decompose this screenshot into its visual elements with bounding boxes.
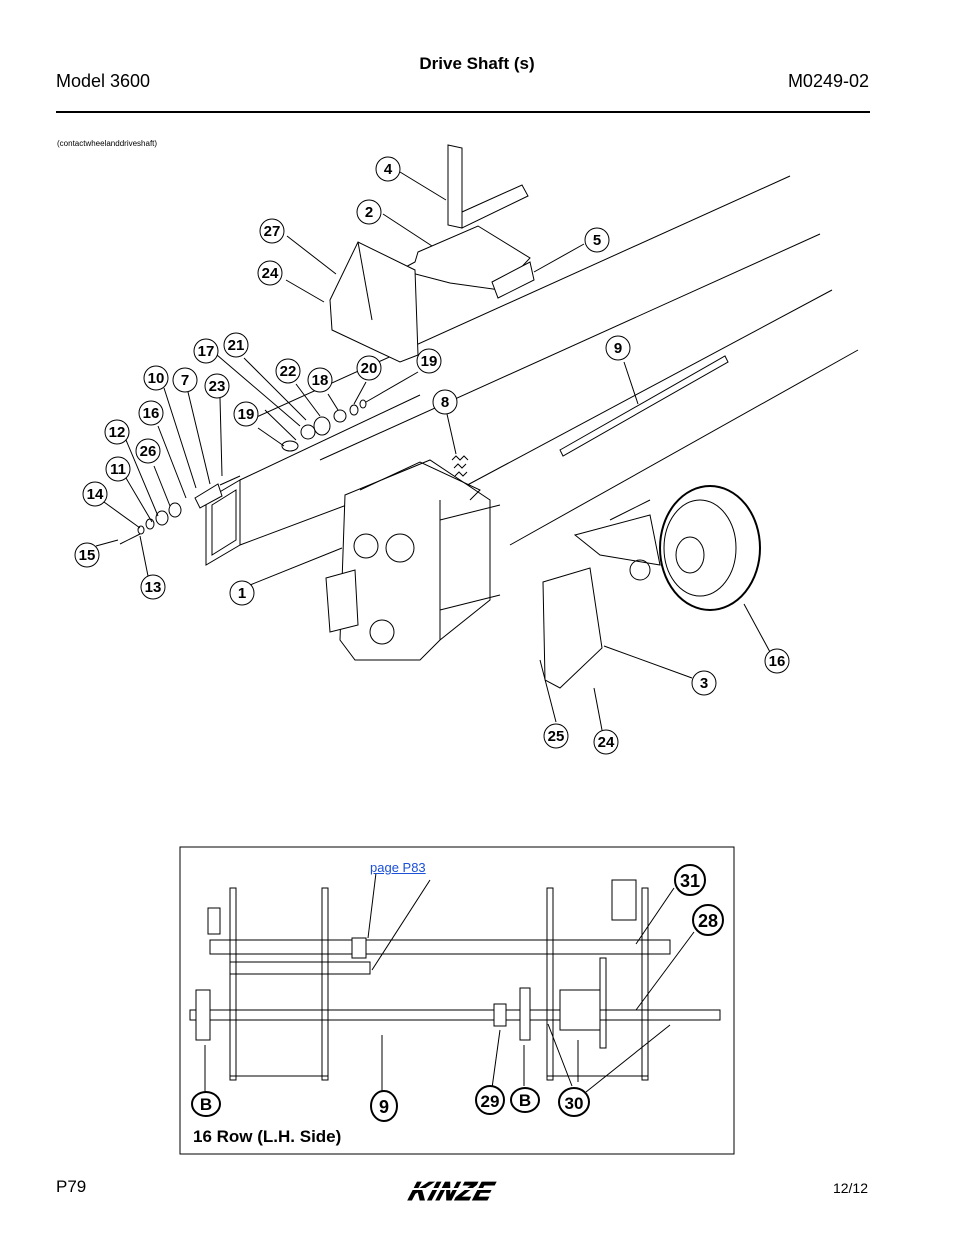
callout-19b: 19 (238, 406, 255, 423)
callout-5: 5 (593, 232, 601, 249)
callout-16: 16 (143, 405, 160, 422)
callout-15: 15 (79, 547, 96, 564)
callout-12: 12 (109, 424, 126, 441)
callout-26: 26 (140, 443, 157, 460)
page-p83-link[interactable]: page P83 (370, 860, 426, 875)
callout-24: 24 (262, 265, 279, 282)
callout-13: 13 (145, 579, 162, 596)
callout-9: 9 (614, 340, 622, 357)
callout-22: 22 (280, 363, 297, 380)
callout-16b: 16 (769, 653, 786, 670)
inset-callout-29: 29 (481, 1092, 500, 1111)
drawing-code: (contactwheelanddriveshaft) (57, 139, 158, 148)
callout-25: 25 (548, 728, 565, 745)
revision-date: 12/12 (832, 1180, 868, 1196)
callout-23: 23 (209, 378, 226, 395)
callout-18: 18 (312, 372, 329, 389)
inset-callout-b: B (200, 1095, 212, 1114)
inset-callout-31: 31 (680, 871, 700, 891)
callout-8: 8 (441, 394, 449, 411)
callout-11: 11 (110, 461, 126, 478)
header-rule (56, 111, 870, 113)
inset-callout-9: 9 (379, 1097, 389, 1117)
inset-diagram: 31 28 B 9 29 B 30 (179, 846, 735, 1155)
callout-27: 27 (264, 223, 281, 240)
inset-callout-b2: B (519, 1091, 531, 1110)
page-title: Drive Shaft (s) (419, 54, 535, 73)
kinze-logo: KINZE (405, 1176, 516, 1206)
callout-3: 3 (700, 675, 708, 692)
inset-callout-28: 28 (698, 911, 718, 931)
exploded-diagram: 4 2 27 5 24 17 21 22 18 20 19 9 10 7 23 … (74, 144, 859, 755)
callout-2: 2 (365, 204, 373, 221)
callout-1: 1 (238, 585, 246, 602)
callout-17: 17 (198, 343, 215, 360)
callout-7: 7 (181, 372, 189, 389)
callout-14: 14 (87, 486, 104, 503)
callout-24b: 24 (598, 734, 615, 751)
page-number: P79 (56, 1177, 87, 1196)
inset-callout-30: 30 (565, 1094, 584, 1113)
callout-10: 10 (148, 370, 165, 387)
doc-number: M0249-02 (787, 71, 869, 91)
model-label: Model 3600 (56, 71, 151, 91)
callout-20: 20 (361, 360, 378, 377)
callout-21: 21 (228, 337, 245, 354)
inset-title: 16 Row (L.H. Side) (193, 1127, 342, 1146)
callout-4: 4 (384, 161, 393, 178)
brand-text: KINZE (406, 1177, 499, 1206)
callout-19: 19 (421, 353, 438, 370)
